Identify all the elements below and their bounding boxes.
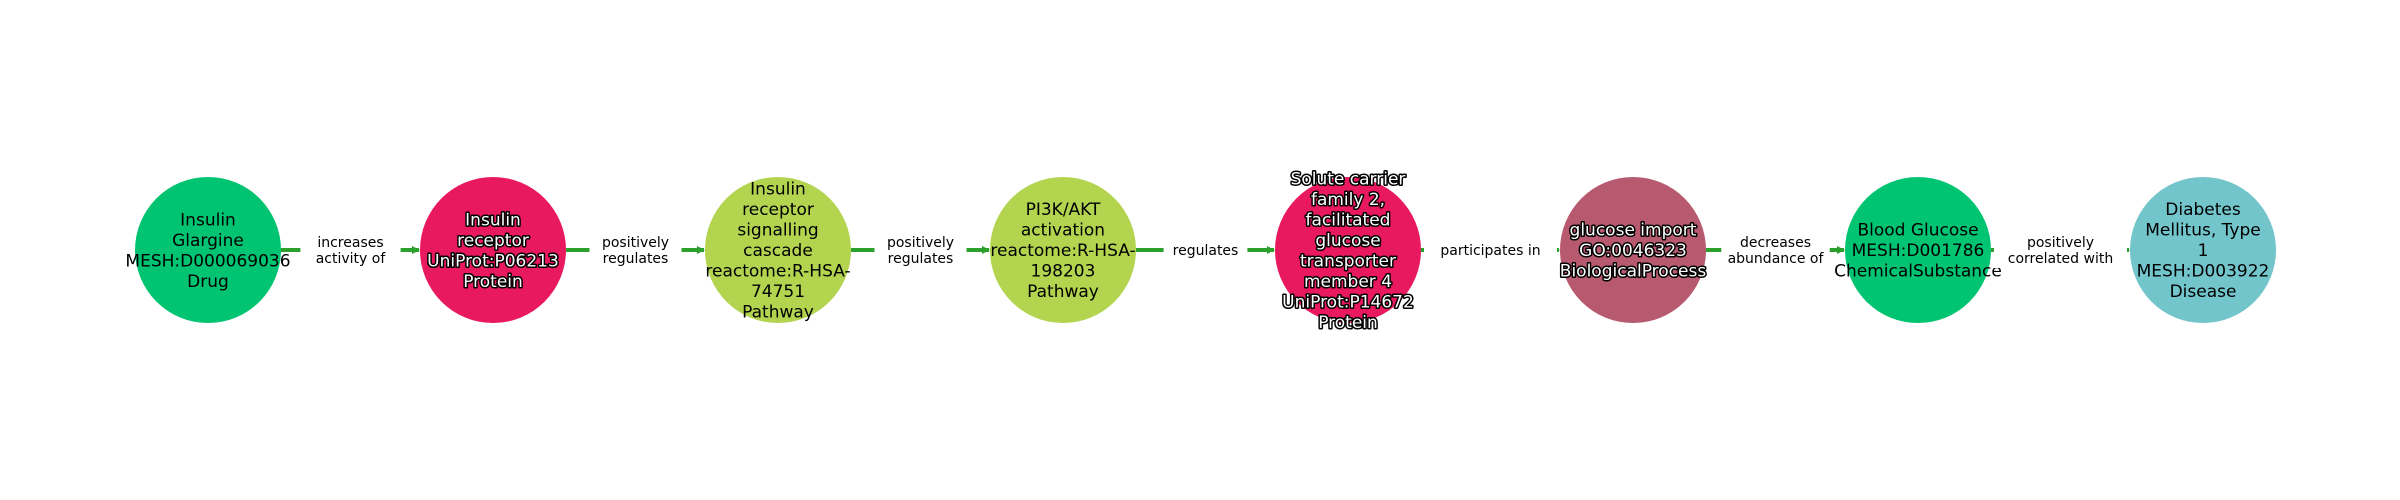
node-label-line: receptor [742, 200, 814, 220]
node-label-line: MESH:D001786 [1852, 241, 1985, 261]
node-label-line: Mellitus, Type [2145, 221, 2260, 241]
node-label-line: reactome:R-HSA- [705, 262, 850, 282]
node-label-line: Diabetes [2165, 200, 2241, 220]
node-label-line: Glargine [172, 231, 244, 251]
node-label-line: Insulin [465, 210, 521, 230]
node-label-line: BiologicalProcess [1560, 262, 1707, 282]
node-label-line: reactome:R-HSA- [990, 241, 1135, 261]
node-circle[interactable] [420, 177, 566, 323]
node-circle[interactable] [990, 177, 1136, 323]
node-label-line: cascade [743, 241, 813, 261]
node-label-line: Protein [1318, 313, 1378, 333]
node-label-line: family 2, [1311, 190, 1385, 210]
node-label-line: facilitated [1306, 210, 1391, 230]
node-label-line: 198203 [1031, 262, 1096, 282]
node-label-line: 1 [2198, 241, 2209, 261]
node-label-line: Pathway [742, 303, 814, 323]
node-label-line: glucose import [1570, 221, 1697, 241]
edge-label-line: regulates [1173, 243, 1239, 259]
node-n4[interactable]: PI3K/AKTactivationreactome:R-HSA-198203P… [990, 177, 1136, 323]
node-n7[interactable]: Blood GlucoseMESH:D001786ChemicalSubstan… [1834, 177, 2002, 323]
node-label-line: Insulin [180, 210, 236, 230]
edge-label-background [874, 232, 967, 268]
node-n3[interactable]: Insulinreceptorsignallingcascadereactome… [705, 177, 851, 323]
node-label-line: MESH:D003922 [2137, 262, 2270, 282]
edge-label-line: decreases [1740, 235, 1811, 251]
node-label-line: Drug [187, 272, 229, 292]
node-label-line: PI3K/AKT [1026, 200, 1101, 220]
node-label-line: Disease [2170, 282, 2237, 302]
node-circle[interactable] [705, 177, 851, 323]
node-label-line: Pathway [1027, 282, 1099, 302]
node-label-line: glucose [1315, 231, 1380, 251]
node-circle[interactable] [1560, 177, 1706, 323]
edge-label-line: positively [2027, 235, 2094, 251]
node-label-line: UniProt:P06213 [427, 251, 559, 271]
node-label-line: transporter [1300, 251, 1396, 271]
edge-label-background [589, 232, 682, 268]
node-label-line: MESH:D000069036 [125, 251, 290, 271]
edge-label: participates in [1424, 240, 1557, 260]
node-label-line: signalling [737, 221, 818, 241]
nodes-layer: InsulinGlargineMESH:D000069036DrugInsuli… [125, 168, 2276, 334]
edge-label: regulates [1163, 240, 1248, 260]
edge-label-background [1994, 232, 2127, 268]
node-label-line: ChemicalSubstance [1834, 262, 2002, 282]
node-label-line: receptor [457, 231, 529, 251]
node-label-line: member 4 [1304, 272, 1392, 292]
node-circle[interactable] [2130, 177, 2276, 323]
edge-label-line: regulates [888, 251, 954, 267]
node-label-line: GO:0046323 [1579, 241, 1687, 261]
node-label-line: UniProt:P14672 [1282, 292, 1414, 312]
node-circle[interactable] [1845, 177, 1991, 323]
node-label-line: Solute carrier [1291, 169, 1406, 189]
node-label-line: Blood Glucose [1857, 221, 1978, 241]
edge-label-background [1424, 240, 1557, 260]
edge-label-line: activity of [316, 251, 387, 267]
node-label-line: Protein [463, 272, 523, 292]
node-label-line: 74751 [751, 282, 805, 302]
edge-label-line: positively [602, 235, 669, 251]
node-label-line: activation [1021, 221, 1105, 241]
edge-label-line: correlated with [2008, 251, 2113, 267]
edge-label-line: participates in [1440, 243, 1540, 259]
edge-label-line: increases [317, 235, 383, 251]
node-circle[interactable] [135, 177, 281, 323]
node-label-line: Insulin [750, 180, 806, 200]
edge-label-line: abundance of [1728, 251, 1825, 267]
edge-label-background [1163, 240, 1248, 260]
node-circle[interactable] [1275, 177, 1421, 323]
node-n6[interactable]: glucose importGO:0046323BiologicalProces… [1558, 177, 1708, 323]
edge-label-line: positively [887, 235, 954, 251]
edge-label-background [1721, 232, 1830, 268]
edge-label-background [300, 232, 401, 268]
edge-label-line: regulates [603, 251, 669, 267]
